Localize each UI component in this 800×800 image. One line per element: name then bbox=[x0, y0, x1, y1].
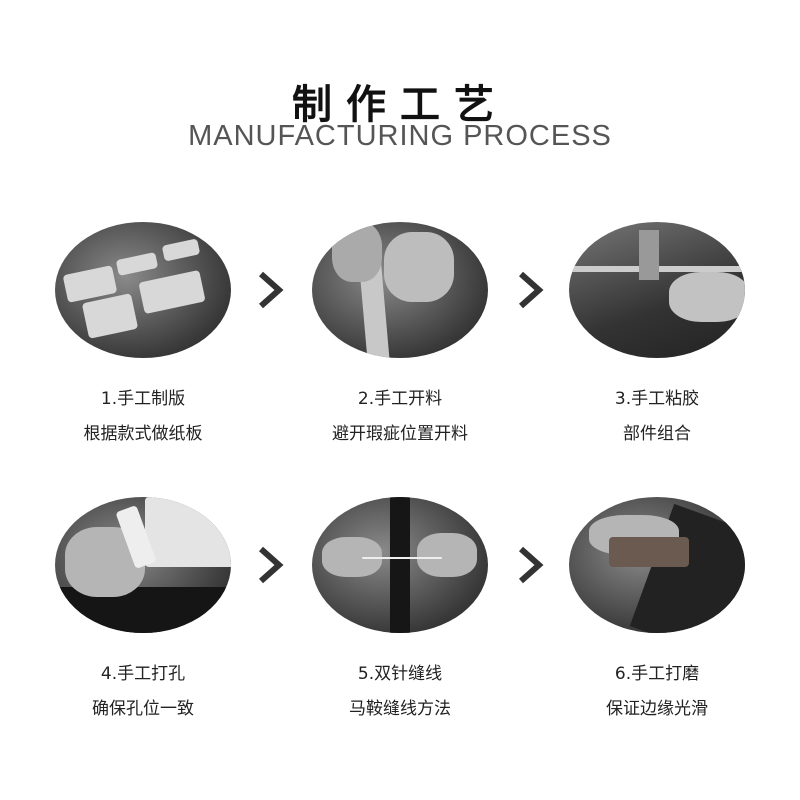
step-title: 4.手工打孔 bbox=[100, 664, 186, 684]
step-6: 6.手工打磨 保证边缘光滑 bbox=[537, 497, 777, 719]
step-photo-stitching bbox=[312, 497, 488, 633]
step-title: 2.手工开料 bbox=[357, 389, 443, 409]
chevron-right-icon bbox=[519, 546, 544, 584]
chevron-right-icon bbox=[259, 271, 284, 309]
step-5: 5.双针缝线 马鞍缝线方法 bbox=[280, 497, 520, 719]
step-4: 4.手工打孔 确保孔位一致 bbox=[23, 497, 263, 719]
step-photo-gluing bbox=[569, 222, 745, 358]
step-desc: 部件组合 bbox=[623, 424, 691, 444]
step-title: 1.手工制版 bbox=[100, 389, 186, 409]
step-3: 3.手工粘胶 部件组合 bbox=[537, 222, 777, 444]
step-photo-pattern bbox=[55, 222, 231, 358]
step-photo-polishing bbox=[569, 497, 745, 633]
step-title: 3.手工粘胶 bbox=[614, 389, 700, 409]
step-desc: 根据款式做纸板 bbox=[83, 424, 203, 444]
step-photo-cutting bbox=[312, 222, 488, 358]
step-desc: 避开瑕疵位置开料 bbox=[332, 424, 468, 444]
step-1: 1.手工制版 根据款式做纸板 bbox=[23, 222, 263, 444]
step-photo-punching bbox=[55, 497, 231, 633]
step-title: 6.手工打磨 bbox=[614, 664, 700, 684]
page-title: 制作工艺 bbox=[292, 82, 508, 128]
chevron-right-icon bbox=[259, 546, 284, 584]
page-subtitle: MANUFACTURING PROCESS bbox=[188, 120, 612, 152]
step-desc: 保证边缘光滑 bbox=[606, 699, 708, 719]
step-desc: 马鞍缝线方法 bbox=[349, 699, 451, 719]
step-title: 5.双针缝线 bbox=[357, 664, 443, 684]
step-desc: 确保孔位一致 bbox=[92, 699, 194, 719]
step-2: 2.手工开料 避开瑕疵位置开料 bbox=[280, 222, 520, 444]
chevron-right-icon bbox=[519, 271, 544, 309]
